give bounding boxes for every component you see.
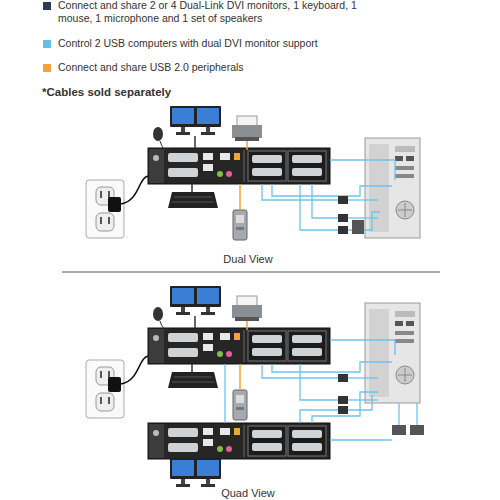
legend-text: Connect and share USB 2.0 peripherals bbox=[58, 61, 358, 74]
legend-item: Connect and share 2 or 4 Dual-Link DVI m… bbox=[43, 0, 358, 25]
cable-connectors bbox=[338, 374, 424, 435]
dual-view-console bbox=[86, 106, 330, 240]
legend-swatch bbox=[43, 2, 51, 10]
computer-tower bbox=[365, 138, 420, 238]
legend-text: Control 2 USB computers with dual DVI mo… bbox=[58, 37, 358, 50]
note: *Cables sold separately bbox=[42, 86, 262, 99]
cable-connectors bbox=[338, 196, 364, 234]
separator bbox=[62, 272, 440, 273]
view-caption: Quad View bbox=[188, 487, 308, 500]
quad-view-console bbox=[86, 286, 330, 420]
kvm-switch bbox=[148, 423, 330, 459]
view-caption: Dual View bbox=[188, 253, 308, 266]
monitor-pair bbox=[170, 458, 221, 487]
legend-text: Connect and share 2 or 4 Dual-Link DVI m… bbox=[58, 0, 358, 25]
cables bbox=[225, 340, 417, 440]
computer-tower bbox=[365, 303, 420, 403]
legend-swatch bbox=[43, 40, 51, 48]
legend-item: Control 2 USB computers with dual DVI mo… bbox=[43, 37, 358, 50]
cables bbox=[262, 160, 395, 230]
legend-swatch bbox=[43, 64, 51, 72]
legend-item: Connect and share USB 2.0 peripherals bbox=[43, 61, 358, 74]
